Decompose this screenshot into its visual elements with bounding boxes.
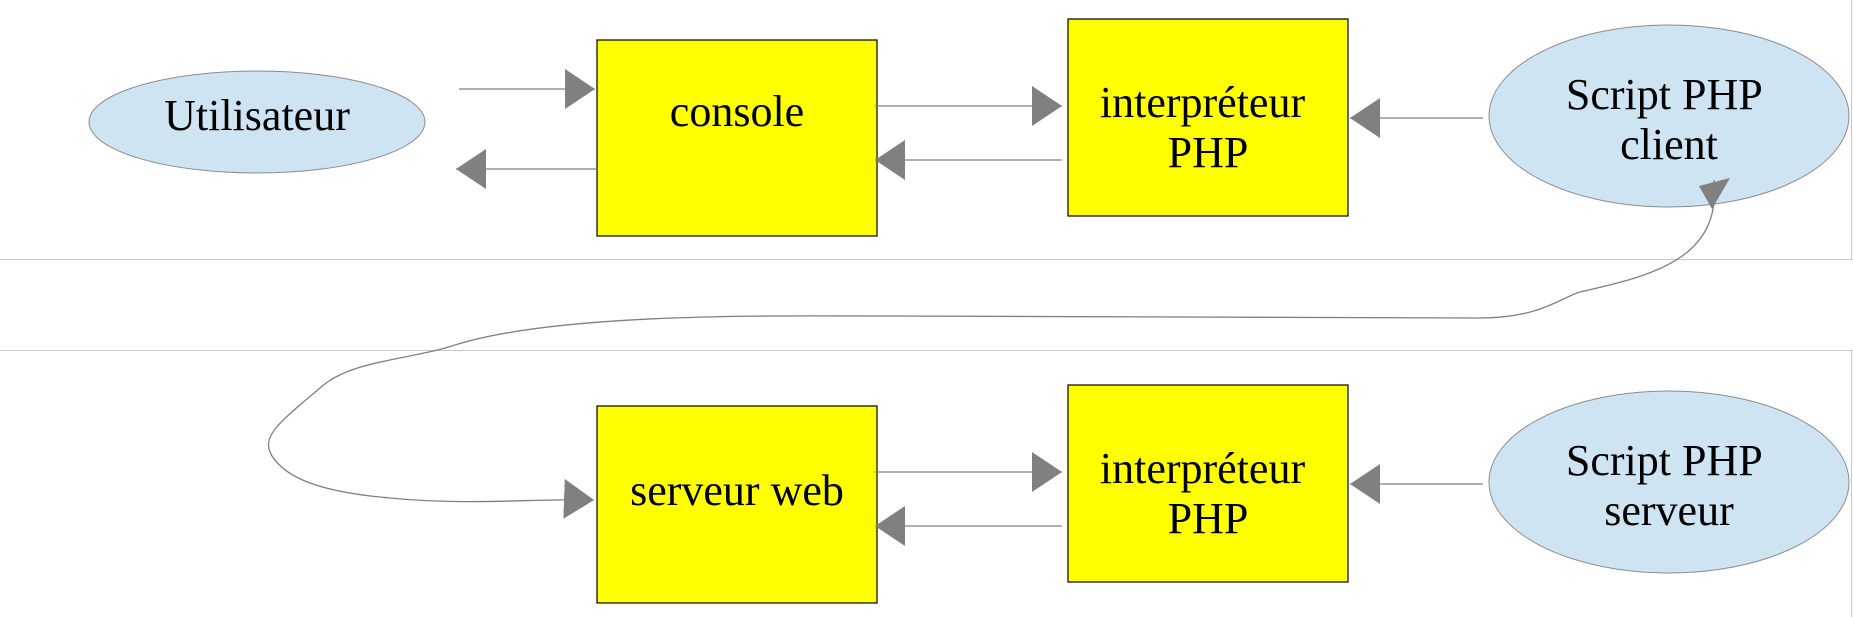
interpreter-bottom-label: interpréteur PHP: [1100, 444, 1316, 543]
console-label: console: [670, 87, 804, 136]
user-label: Utilisateur: [164, 91, 350, 140]
top-row-arrows: [456, 69, 1483, 189]
http-response-arrowhead: [1699, 178, 1730, 209]
web-server-node: serveur web: [596, 405, 878, 604]
interpreter-top-line1: interpréteur: [1100, 78, 1306, 127]
interpreter-top-label: interpréteur PHP: [1100, 78, 1316, 177]
interpreter-bottom-node: interpréteur PHP: [1067, 384, 1349, 583]
script-server-node: Script PHP serveur: [1488, 390, 1850, 574]
script-server-line1: Script PHP: [1566, 436, 1761, 485]
script-client-label: Script PHP client: [1566, 70, 1772, 169]
interpreter-bottom-line1: interpréteur: [1100, 444, 1306, 493]
web-server-box: [596, 405, 878, 604]
user-ellipse: [88, 70, 426, 174]
interpreter-bottom-box: [1067, 384, 1349, 583]
script-server-label: Script PHP serveur: [1566, 436, 1772, 535]
http-request-curve-arrow: [267, 179, 1716, 519]
script-client-ellipse: [1488, 24, 1850, 208]
script-server-ellipse: [1488, 390, 1850, 574]
console-node: console: [596, 39, 878, 237]
console-box: [596, 39, 878, 237]
script-client-line2: client: [1620, 120, 1718, 169]
script-client-node: Script PHP client: [1488, 24, 1850, 208]
interpreter-top-box: [1067, 18, 1349, 217]
interpreter-top-line2: PHP: [1168, 128, 1249, 177]
web-server-label: serveur web: [630, 466, 844, 515]
bottom-row-arrows: [875, 452, 1483, 546]
interpreter-bottom-line2: PHP: [1168, 494, 1249, 543]
user-node: Utilisateur: [88, 70, 426, 174]
interpreter-top-node: interpréteur PHP: [1067, 18, 1349, 217]
script-client-line1: Script PHP: [1566, 70, 1761, 119]
script-server-line2: serveur: [1604, 486, 1734, 535]
